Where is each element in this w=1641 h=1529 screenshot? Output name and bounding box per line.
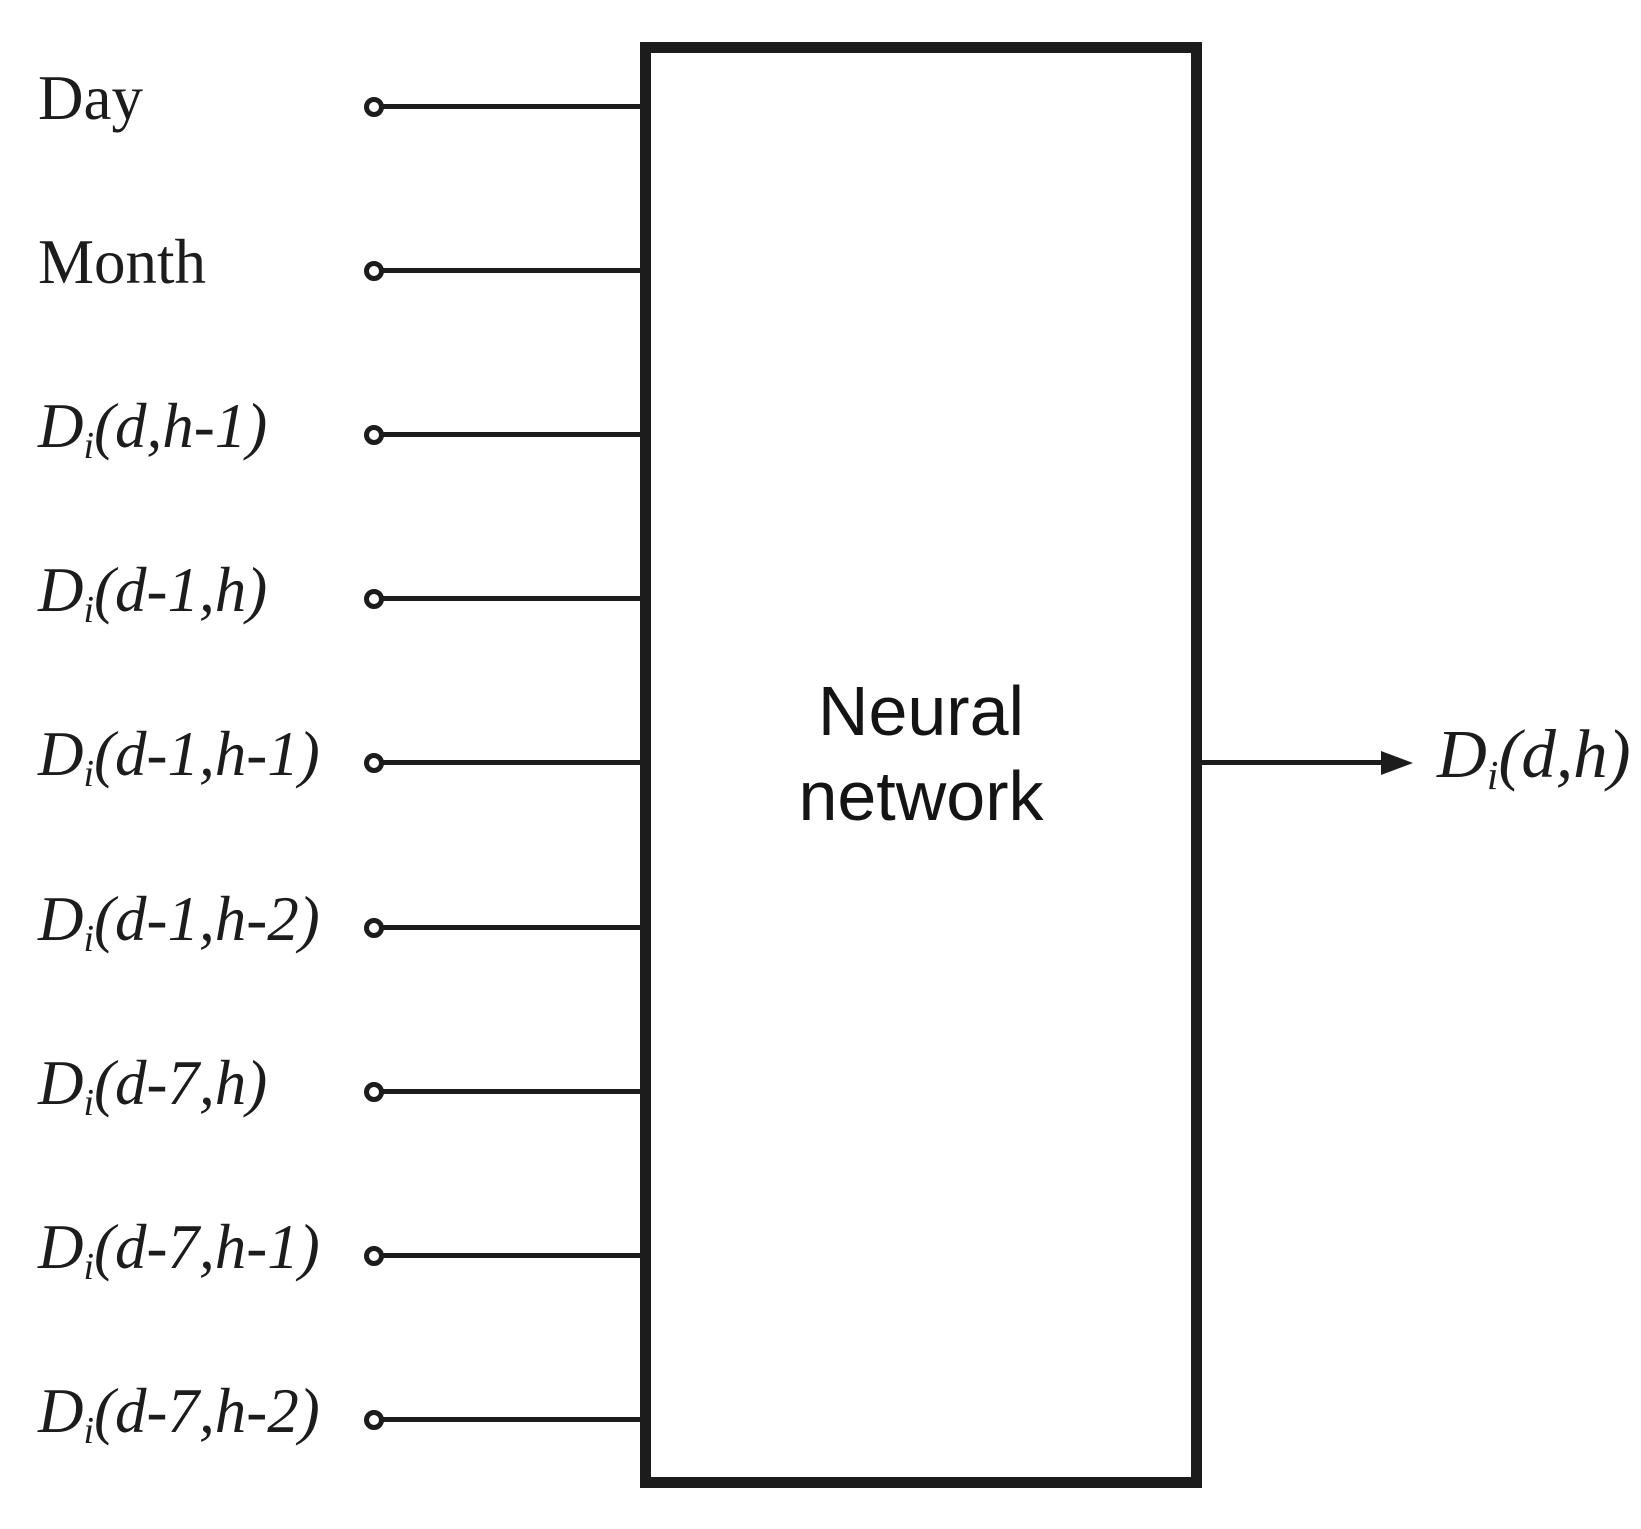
input-label-subscript: i — [83, 589, 95, 632]
input-terminal-circle — [364, 261, 384, 281]
input-label-subscript: i — [83, 753, 95, 796]
input-label-text: Month — [38, 226, 207, 297]
input-label-text: D — [38, 883, 84, 954]
output-label-args: (d,h) — [1498, 715, 1631, 792]
neural-network-label: Neural network — [640, 669, 1202, 839]
input-terminal-circle — [364, 97, 384, 117]
output-label: Di(d,h) — [1437, 715, 1631, 799]
input-wire — [383, 268, 646, 273]
input-label-subscript: i — [83, 1246, 95, 1289]
input-label-text: D — [38, 718, 84, 789]
input-label: Di(d-1,h-2) — [38, 883, 320, 961]
input-label-args: (d-7,h-1) — [94, 1211, 320, 1282]
input-terminal-circle — [364, 918, 384, 938]
input-label-args: (d-7,h) — [94, 1047, 268, 1118]
neural-network-label-line2: network — [798, 757, 1044, 835]
input-label-subscript: i — [83, 1410, 95, 1453]
input-terminal-circle — [364, 1410, 384, 1430]
input-label-text: D — [38, 390, 84, 461]
input-label-args: (d-1,h-2) — [94, 883, 320, 954]
input-label-args: (d,h-1) — [94, 390, 268, 461]
input-label-args: (d-1,h-1) — [94, 718, 320, 789]
input-label-subscript: i — [83, 918, 95, 961]
arrow-right-icon — [1381, 751, 1413, 775]
neural-network-box — [640, 42, 1202, 1488]
input-label-args: (d-7,h-2) — [94, 1375, 320, 1446]
input-label-args: (d-1,h) — [94, 554, 268, 625]
input-wire — [383, 1089, 646, 1094]
input-wire — [383, 1253, 646, 1258]
neural-network-label-line1: Neural — [817, 672, 1025, 750]
input-terminal-circle — [364, 1246, 384, 1266]
input-label-subscript: i — [83, 1082, 95, 1125]
input-label: Di(d-1,h) — [38, 554, 267, 632]
input-wire — [383, 925, 646, 930]
input-wire — [383, 596, 646, 601]
input-terminal-circle — [364, 589, 384, 609]
input-label: Di(d-7,h-2) — [38, 1375, 320, 1453]
input-label-text: D — [38, 1047, 84, 1118]
input-wire — [383, 1417, 646, 1422]
input-label: Di(d-7,h-1) — [38, 1211, 320, 1289]
input-label: Month — [38, 226, 206, 304]
output-wire — [1202, 760, 1382, 765]
input-label: Di(d-1,h-1) — [38, 718, 320, 796]
output-label-text: D — [1437, 715, 1487, 792]
input-label: Di(d-7,h) — [38, 1047, 267, 1125]
output-label-subscript: i — [1486, 752, 1499, 799]
input-label-text: D — [38, 1375, 84, 1446]
input-label: Di(d,h-1) — [38, 390, 267, 468]
input-wire — [383, 760, 646, 765]
input-label-text: D — [38, 554, 84, 625]
input-label: Day — [38, 62, 143, 140]
input-label-subscript: i — [83, 425, 95, 468]
input-terminal-circle — [364, 753, 384, 773]
input-terminal-circle — [364, 425, 384, 445]
input-terminal-circle — [364, 1082, 384, 1102]
input-wire — [383, 104, 646, 109]
input-label-text: Day — [38, 62, 143, 133]
input-label-text: D — [38, 1211, 84, 1282]
input-wire — [383, 432, 646, 437]
